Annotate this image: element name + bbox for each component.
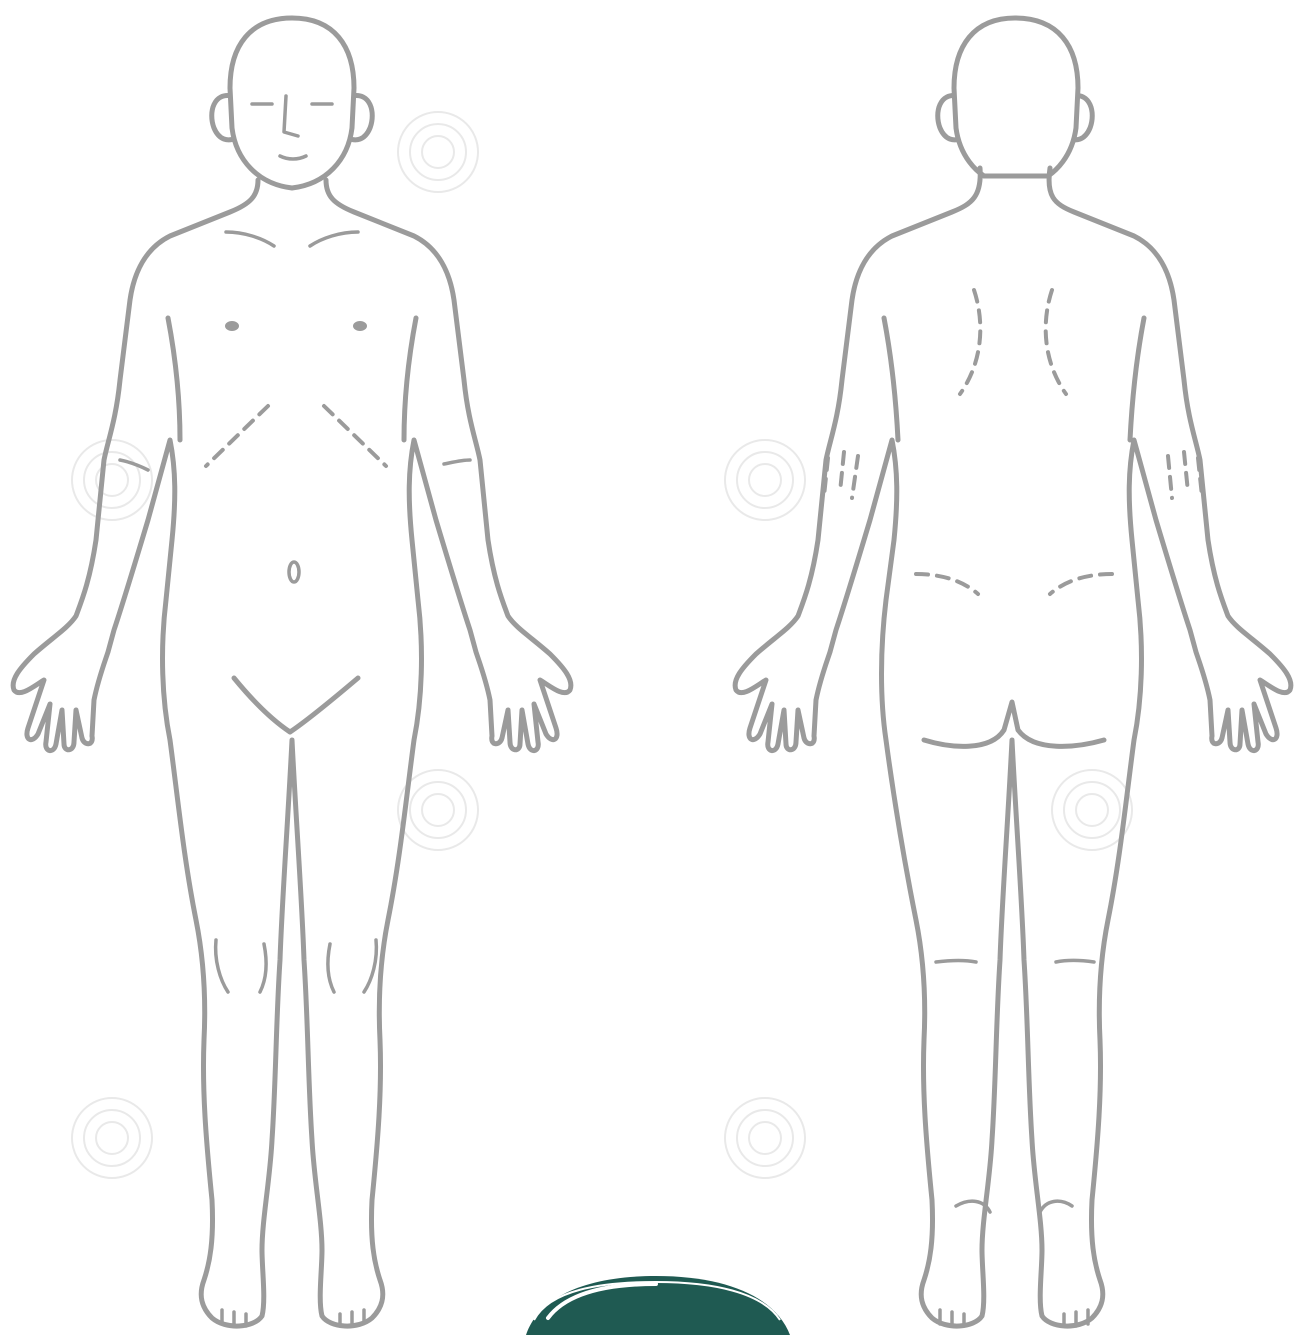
back-right-knee-crease — [1056, 961, 1094, 963]
spiral-logo-icon — [72, 440, 152, 520]
front-view-figure — [13, 18, 571, 1326]
spiral-logo-icon — [72, 1098, 152, 1178]
spiral-logo-icon — [725, 440, 805, 520]
front-groin-line — [234, 678, 358, 732]
front-right-inner-arm — [404, 318, 416, 440]
spiral-logo-icon — [725, 1098, 805, 1178]
back-view-figure — [735, 18, 1291, 1326]
front-left-nipple — [225, 321, 239, 331]
back-right-elbow-lines — [1168, 452, 1202, 498]
back-left-elbow-lines — [824, 452, 858, 498]
front-left-clavicle — [226, 232, 274, 246]
back-right-inner-arm — [1130, 318, 1144, 440]
front-right-rib-line — [324, 406, 386, 466]
back-left-scapula-line — [960, 290, 980, 394]
front-body-outline — [13, 180, 571, 1326]
front-right-elbow-crease — [444, 460, 470, 464]
back-left-hip-line — [916, 574, 978, 594]
front-left-inner-arm — [168, 318, 180, 440]
seal-dome — [526, 1276, 790, 1335]
back-right-heel — [1040, 1201, 1072, 1212]
front-right-clavicle — [310, 232, 358, 246]
front-head — [230, 18, 354, 188]
back-right-hip-line — [1050, 574, 1112, 594]
front-right-nipple — [353, 321, 367, 331]
back-body-outline — [735, 168, 1291, 1326]
back-right-scapula-line — [1046, 290, 1066, 394]
back-left-inner-arm — [884, 318, 898, 440]
front-navel — [289, 562, 299, 582]
front-knee-lines — [216, 940, 377, 992]
spiral-logo-icon — [398, 112, 478, 192]
back-left-knee-crease — [936, 961, 976, 963]
dark-green-seal — [526, 1276, 790, 1335]
front-left-rib-line — [206, 406, 268, 466]
back-head — [954, 18, 1078, 176]
watermark-logos — [72, 112, 1132, 1178]
